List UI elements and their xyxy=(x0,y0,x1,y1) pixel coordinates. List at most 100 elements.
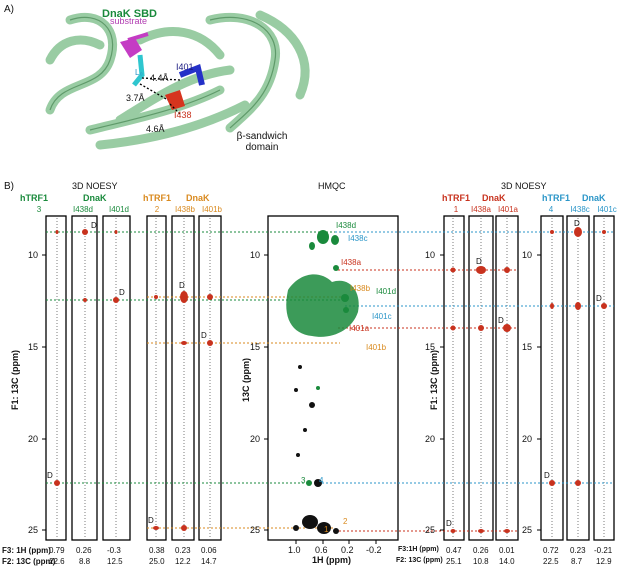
diag-g4-c2: D xyxy=(574,219,580,228)
strip-g3-c2 xyxy=(468,215,494,541)
i401-stick xyxy=(178,63,205,86)
strip-g4-c2 xyxy=(566,215,590,541)
hmqc-y-tick-10: 10 xyxy=(250,250,261,260)
strip-g2-c2 xyxy=(171,215,195,541)
g1-f3-c2: 0.26 xyxy=(76,546,92,555)
g3-col3-label: I401a xyxy=(497,205,519,214)
strip-g3-c1 xyxy=(443,215,465,541)
diag-g3-c2: D xyxy=(476,257,482,266)
g1-f2-c1: 22.6 xyxy=(49,557,65,566)
diag-g3-c1: D xyxy=(446,519,452,528)
beta-sandwich-line1: β-sandwich xyxy=(236,131,288,142)
hmqc-label-i401a: I401a xyxy=(349,324,370,333)
strip-g2-c1 xyxy=(146,215,167,541)
g2-dnak-label: DnaK xyxy=(186,193,210,203)
g3-f2-c3: 14.0 xyxy=(499,557,515,566)
distance-4-4: 4.4Å xyxy=(150,73,169,83)
far-y-tick-10: 10 xyxy=(522,250,533,260)
distance-4-6: 4.6Å xyxy=(146,124,165,134)
hmqc-label-i401d: I401d xyxy=(376,287,397,296)
diag-g4-c1: D xyxy=(544,471,550,480)
g2-col2-label: I438b xyxy=(174,205,196,214)
g4-f2-c3: 12.9 xyxy=(596,557,612,566)
hmqc-label-1: 1 xyxy=(324,525,329,534)
ribbon-outlines xyxy=(49,16,277,131)
g4-f2-c1: 22.5 xyxy=(543,557,559,566)
far-y-tick-20: 20 xyxy=(522,434,533,444)
g2-f3-c2: 0.23 xyxy=(175,546,191,555)
hmqc-label-i401c: I401c xyxy=(372,312,392,321)
substrate-stick xyxy=(120,38,142,58)
g2-htrf1-label: hTRF1 xyxy=(143,193,171,203)
diag-g2-c3: D xyxy=(201,331,207,340)
hmqc-x-tick-1: 1.0 xyxy=(288,545,301,555)
strip-g3-c3 xyxy=(495,215,519,541)
g2-f2-c1: 25.0 xyxy=(149,557,165,566)
strip-g4-c3 xyxy=(593,215,615,541)
diag-g1-c2: D xyxy=(91,221,97,230)
strip-g1-c1 xyxy=(45,215,67,541)
g1-f3-c3: -0.3 xyxy=(107,546,121,555)
right-y-axis-title: F1: 13C (ppm) xyxy=(429,350,439,411)
g4-f3-c2: 0.23 xyxy=(570,546,586,555)
right-y-tick-20: 20 xyxy=(425,434,436,444)
right-y-tick-10: 10 xyxy=(425,250,436,260)
right-y-tick-25: 25 xyxy=(425,525,436,535)
g2-f2-c2: 12.2 xyxy=(175,557,191,566)
g1-col2-label: I438d xyxy=(72,205,94,214)
g4-f2-c2: 8.7 xyxy=(571,557,583,566)
diag-g1-c1: D xyxy=(47,471,53,480)
f2-label-right: F2: 13C (ppm) xyxy=(396,557,443,564)
g2-f2-c3: 14.7 xyxy=(201,557,217,566)
hmqc-x-axis-title: 1H (ppm) xyxy=(312,555,351,565)
g1-col3-label: I401d xyxy=(108,205,130,214)
right-y-tick-15: 15 xyxy=(425,342,436,352)
strip-center-lines xyxy=(56,218,605,538)
y-tick-15: 15 xyxy=(28,342,39,352)
strip-g4-c1 xyxy=(540,215,564,541)
hmqc-x-tick-3: 0.2 xyxy=(341,545,354,555)
hmqc-label-4: 4 xyxy=(319,476,324,485)
strip-boxes xyxy=(45,215,615,541)
g1-dnak-label: DnaK xyxy=(83,193,107,203)
strip-g1-c2 xyxy=(71,215,98,541)
left-y-ticks xyxy=(42,254,541,544)
hmqc-x-tick-4: -0.2 xyxy=(366,545,382,555)
hmqc-y-tick-20: 20 xyxy=(250,434,261,444)
hmqc-y-axis-title: 13C (ppm) xyxy=(241,358,251,403)
f3-label-left: F3: 1H (ppm) xyxy=(2,546,51,555)
g4-col2-label: I438c xyxy=(570,205,590,214)
panel-a-label: A) xyxy=(4,4,14,15)
g1-f2-c2: 8.8 xyxy=(79,557,91,566)
strip-g2-c3 xyxy=(198,215,222,541)
panel-a-title: DnaK SBD xyxy=(102,8,158,20)
hmqc-label-i438a: I438a xyxy=(341,258,362,267)
panel-b-label: B) xyxy=(4,181,14,192)
g3-f3-c2: 0.26 xyxy=(473,546,489,555)
y-tick-25: 25 xyxy=(28,525,39,535)
lo-residue-stick xyxy=(132,54,145,87)
beta-sandwich-line2: domain xyxy=(245,142,279,153)
diag-g2-c1: D xyxy=(148,516,154,525)
hmqc-title: HMQC xyxy=(318,181,346,191)
hmqc-label-i438b: I438b xyxy=(350,284,371,293)
strip-g1-c3 xyxy=(102,215,131,541)
g3-htrf1-label: hTRF1 xyxy=(442,193,470,203)
diag-g2-c2: D xyxy=(179,281,185,290)
hmqc-label-i438c: I438c xyxy=(348,234,368,243)
g1-f3-c1: 0.79 xyxy=(49,546,65,555)
hmqc-y-tick-15: 15 xyxy=(250,342,261,352)
hmqc-x-tick-2: 0.6 xyxy=(315,545,328,555)
y-tick-10: 10 xyxy=(28,250,39,260)
g1-htrf1-label: hTRF1 xyxy=(20,193,48,203)
i401-label: I401 xyxy=(176,62,194,72)
hmqc-label-2: 2 xyxy=(343,517,348,526)
g2-f3-c1: 0.38 xyxy=(149,546,165,555)
left-y-axis-title: F1: 13C (ppm) xyxy=(10,350,20,411)
g4-f3-c1: 0.72 xyxy=(543,546,559,555)
g1-col1-label: 3 xyxy=(36,205,42,214)
g2-col1-label: 2 xyxy=(154,205,160,214)
hmqc-methyl-cluster xyxy=(286,230,359,486)
g3-f2-c1: 25.1 xyxy=(446,557,462,566)
i438-label: I438 xyxy=(174,110,192,120)
